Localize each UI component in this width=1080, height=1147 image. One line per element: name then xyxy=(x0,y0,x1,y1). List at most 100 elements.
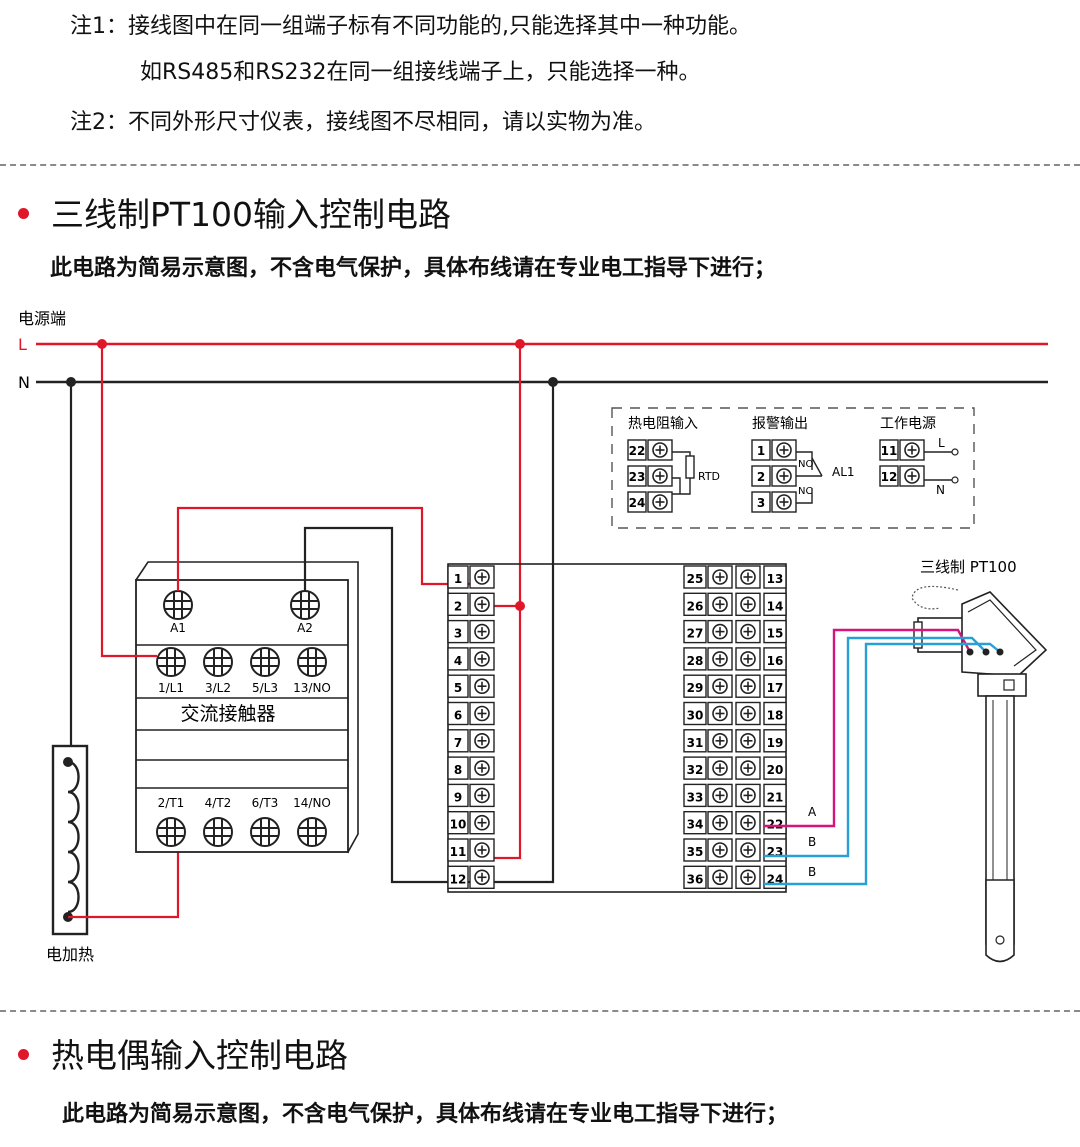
terminal-number: 29 xyxy=(687,681,704,695)
terminal-number: 4 xyxy=(454,654,462,668)
legend-terminal-screw[interactable] xyxy=(771,465,797,487)
terminal-screw-l2[interactable] xyxy=(203,647,233,677)
terminal-screw[interactable] xyxy=(735,647,761,671)
terminal-screw[interactable] xyxy=(707,783,733,808)
terminal-screw-a1[interactable] xyxy=(163,590,193,620)
legend-terminal-screw[interactable] xyxy=(899,465,925,487)
divider-bottom xyxy=(0,1010,1080,1012)
legend-terminal-screw[interactable] xyxy=(647,439,673,461)
terminal-screw[interactable] xyxy=(469,592,495,616)
terminal-screw[interactable] xyxy=(707,647,733,671)
terminal-screw[interactable] xyxy=(735,619,761,644)
terminal-screw[interactable] xyxy=(707,592,733,616)
terminal-number: 14 xyxy=(767,599,784,613)
terminal-screw[interactable] xyxy=(735,592,761,616)
heater-label: 电加热 xyxy=(46,945,94,964)
terminal-number: 9 xyxy=(454,790,462,804)
terminal-screw-l3[interactable] xyxy=(250,647,280,677)
terminal-screw[interactable] xyxy=(735,783,761,808)
terminal-screw[interactable] xyxy=(735,674,761,698)
terminal-screw[interactable] xyxy=(707,811,733,835)
terminal-screw-t2[interactable] xyxy=(203,817,233,847)
terminal-screw[interactable] xyxy=(469,756,495,780)
divider-top xyxy=(0,164,1080,166)
terminal-screw-l1[interactable] xyxy=(156,647,186,677)
terminal-screw[interactable] xyxy=(469,647,495,671)
terminal-number: 5 xyxy=(454,681,462,695)
terminal-screw[interactable] xyxy=(735,811,761,835)
coil-label-a2: A2 xyxy=(297,621,313,635)
terminal-screw[interactable] xyxy=(707,756,733,780)
terminal-screw[interactable] xyxy=(469,565,495,589)
wire-label-b: B xyxy=(808,835,816,849)
note-1: 注1：接线图中在同一组端子标有不同功能的,只能选择其中一种功能。 xyxy=(70,14,751,39)
terminal-screw[interactable] xyxy=(707,865,733,889)
section2-title: 热电偶输入控制电路 xyxy=(18,1036,348,1076)
instrument-outline xyxy=(447,563,787,893)
wire-label-a: A xyxy=(808,805,817,819)
terminal-screw[interactable] xyxy=(735,865,761,889)
terminal-screw-t1[interactable] xyxy=(156,817,186,847)
terminal-screw[interactable] xyxy=(469,783,495,808)
terminal-number: 1 xyxy=(454,572,462,586)
terminal-label: 13/NO xyxy=(293,681,331,695)
terminal-screw[interactable] xyxy=(707,674,733,698)
terminal-number: 12 xyxy=(450,872,467,886)
section1-subtitle: 此电路为简易示意图，不含电气保护，具体布线请在专业电工指导下进行； xyxy=(50,256,777,281)
terminal-screw[interactable] xyxy=(469,619,495,644)
terminal-screw[interactable] xyxy=(469,729,495,753)
legend-terminal-screw[interactable] xyxy=(647,465,673,487)
terminal-number: 17 xyxy=(767,681,784,695)
power-l-label: L xyxy=(938,436,945,450)
terminal-number: 7 xyxy=(454,736,462,750)
alarm-no-label: NO xyxy=(798,459,813,470)
terminal-screw-13no[interactable] xyxy=(297,647,327,677)
terminal-screw[interactable] xyxy=(735,756,761,780)
legend-terminal-screw[interactable] xyxy=(771,439,797,461)
terminal-number: 11 xyxy=(450,845,467,859)
note-2: 注2：不同外形尺寸仪表，接线图不尽相同，请以实物为准。 xyxy=(70,110,656,135)
terminal-screw[interactable] xyxy=(469,838,495,862)
terminal-screw[interactable] xyxy=(735,729,761,753)
terminal-screw[interactable] xyxy=(469,865,495,889)
terminal-screw[interactable] xyxy=(707,701,733,726)
legend-box xyxy=(611,407,975,529)
terminal-screw-a2[interactable] xyxy=(290,590,320,620)
power-label: 电源端 xyxy=(18,309,66,328)
terminal-screw[interactable] xyxy=(707,565,733,589)
terminal-screw-14no[interactable] xyxy=(297,817,327,847)
terminal-screw[interactable] xyxy=(735,701,761,726)
terminal-number: 32 xyxy=(687,763,704,777)
terminal-number: 6 xyxy=(454,709,462,723)
terminal-screw[interactable] xyxy=(469,701,495,726)
legend-terminal-screw[interactable] xyxy=(899,439,925,461)
terminal-screw[interactable] xyxy=(707,619,733,644)
terminal-screw[interactable] xyxy=(707,729,733,753)
wiring-diagram: 电源端 L N 电加热 A1 A2 1/L1 3/L2 5/L3 13/NO 交… xyxy=(18,309,1048,964)
heater-coil-icon xyxy=(67,760,80,914)
terminal-number: 21 xyxy=(767,790,784,804)
heater xyxy=(51,744,89,936)
legend-terminal-screw[interactable] xyxy=(771,491,797,513)
terminal-number: 16 xyxy=(767,654,784,668)
terminal-screw[interactable] xyxy=(469,811,495,835)
section1-title-text: 三线制PT100输入控制电路 xyxy=(51,195,452,234)
section2-subtitle: 此电路为简易示意图，不含电气保护，具体布线请在专业电工指导下进行； xyxy=(62,1102,789,1127)
section2-title-text: 热电偶输入控制电路 xyxy=(51,1036,348,1075)
terminal-screw[interactable] xyxy=(707,838,733,862)
terminal-number: 15 xyxy=(767,627,784,641)
terminal-screw[interactable] xyxy=(469,674,495,698)
legend-alarm-title: 报警输出 xyxy=(752,416,808,432)
terminal-number: 10 xyxy=(450,818,467,832)
terminal-screw-t3[interactable] xyxy=(250,817,280,847)
terminal-number: 35 xyxy=(687,845,704,859)
power-n-label: N xyxy=(936,483,945,497)
terminal-screw[interactable] xyxy=(735,838,761,862)
legend-rtd-title: 热电阻输入 xyxy=(628,416,698,432)
terminal-screw[interactable] xyxy=(735,565,761,589)
legend-terminal-screw[interactable] xyxy=(647,491,673,513)
terminal-label: 2/T1 xyxy=(158,796,185,810)
terminal-number: 34 xyxy=(687,818,704,832)
terminal-label: 14/NO xyxy=(293,796,331,810)
